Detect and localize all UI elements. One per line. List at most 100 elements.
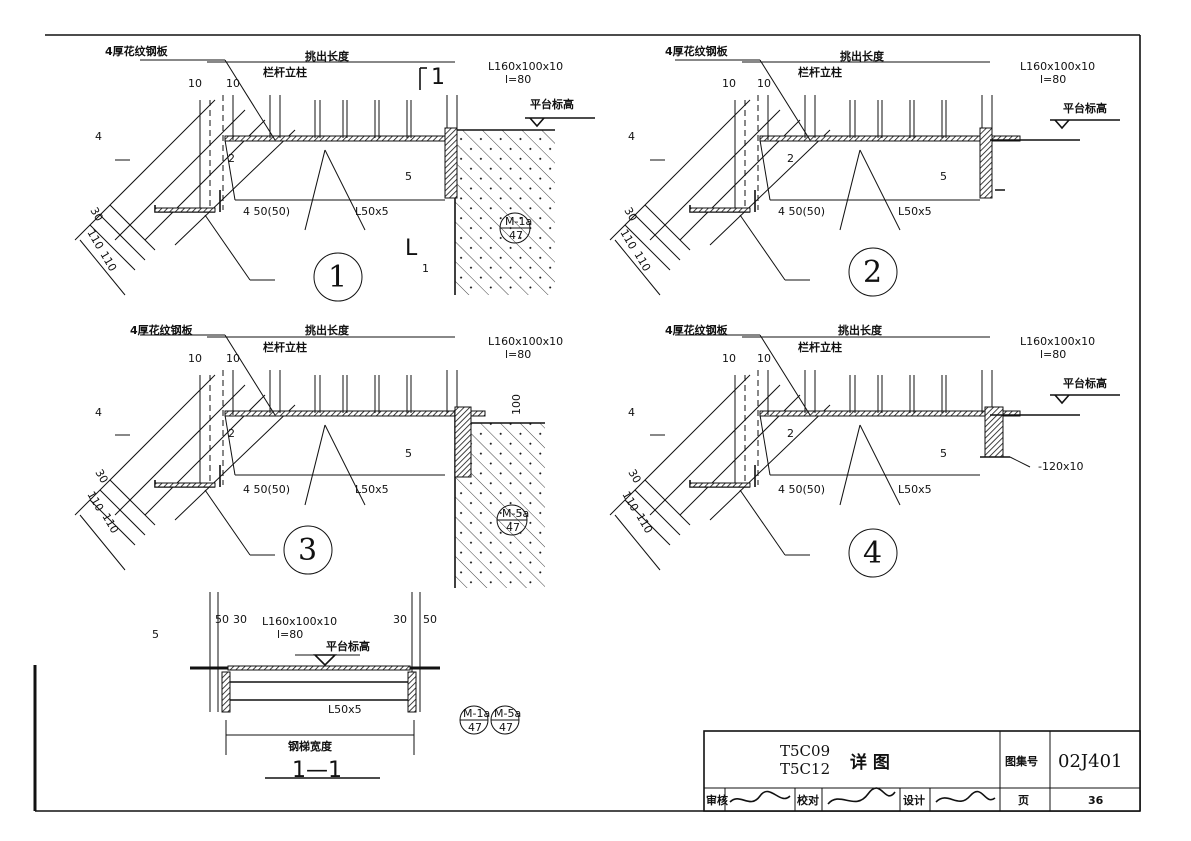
label-platform: 平台标高 <box>326 639 370 653</box>
dim-30b: 30 <box>393 613 407 626</box>
label-weld5: 5 <box>940 447 947 460</box>
label-weld4: 4 <box>95 130 102 143</box>
label-dim110b: 110 <box>633 511 655 536</box>
detail-number: 4 <box>863 536 882 571</box>
ref-bottom: 47 <box>506 521 520 534</box>
label-overhang: 挑出长度 <box>305 323 350 337</box>
label-channel: L50x5 <box>355 205 389 218</box>
label-weld5: 5 <box>405 170 412 183</box>
label-weld5: 5 <box>152 628 159 641</box>
section-mark-bottom-num: 1 <box>422 262 429 275</box>
code2: T5C12 <box>780 760 830 778</box>
review-signature <box>729 790 791 803</box>
label-angle-len: l=80 <box>505 73 531 86</box>
label-weld4: 4 <box>628 406 635 419</box>
label-angle: L160x100x10 <box>488 60 563 73</box>
label-angle: L160x100x10 <box>488 335 563 348</box>
label-weld4: 4 <box>95 406 102 419</box>
title-block: T5C09 T5C12 详 图 图集号 02J401 审核 校对 设计 页 36 <box>703 730 1141 812</box>
label-dim110b: 110 <box>97 249 119 274</box>
label-angle: L160x100x10 <box>262 615 337 628</box>
section-labels: L160x100x10 l=80 平台标高 L50x5 50 30 30 50 … <box>152 613 521 783</box>
design-signature <box>935 790 996 803</box>
label-width: 钢梯宽度 <box>288 739 333 753</box>
label-plate: 4厚花纹钢板 <box>105 44 169 58</box>
label-post: 栏杆立柱 <box>798 340 842 354</box>
design-label: 设计 <box>903 793 925 807</box>
atlas-number: 02J401 <box>1058 751 1122 772</box>
ref-top: M-1a <box>505 215 532 228</box>
label-platform: 平台标高 <box>1063 376 1107 390</box>
label-plate120: -120x10 <box>1038 460 1083 473</box>
detail-number: 1 <box>328 260 347 295</box>
label-weld-main: 4 50(50) <box>778 483 825 496</box>
label-dim30: 30 <box>621 205 639 224</box>
ref2-top: M-5a <box>494 707 521 720</box>
detail-number-circle <box>848 247 898 297</box>
label-dim110b: 110 <box>631 249 653 274</box>
detail-4-labels: 4厚花纹钢板 挑出长度 栏杆立柱 L160x100x10 l=80 平台标高 4… <box>619 323 1107 536</box>
detail-number: 3 <box>298 533 317 568</box>
label-angle-len: l=80 <box>277 628 303 641</box>
label-dim10a: 10 <box>188 352 202 365</box>
ref-bottom: 47 <box>509 229 523 242</box>
label-dim10b: 10 <box>226 77 240 90</box>
label-weld5: 5 <box>405 447 412 460</box>
label-weld-main: 4 50(50) <box>243 205 290 218</box>
label-weld-main: 4 50(50) <box>778 205 825 218</box>
detail-2: 2 <box>608 58 1120 297</box>
detail-number: 2 <box>863 255 882 290</box>
label-weld2: 2 <box>787 427 794 440</box>
drawing-title: 详 图 <box>850 752 890 773</box>
embedded-angle <box>454 406 472 478</box>
label-dim10b: 10 <box>757 352 771 365</box>
detail-1-labels: 4厚花纹钢板 挑出长度 栏杆立柱 L160x100x10 l=80 平台标高 4… <box>84 44 574 274</box>
section-mark-letter: L <box>405 236 418 261</box>
label-dim110a: 110 <box>617 227 639 252</box>
label-weld5: 5 <box>940 170 947 183</box>
ref1-top: M-1a <box>463 707 490 720</box>
dim-100: 100 <box>510 394 523 415</box>
label-angle-len: l=80 <box>1040 348 1066 361</box>
detail-number-circle <box>313 252 363 302</box>
label-dim110b: 110 <box>99 511 121 536</box>
label-dim30: 30 <box>87 205 105 224</box>
channel-beam <box>979 127 993 199</box>
label-channel: L50x5 <box>355 483 389 496</box>
detail-1: 1 L 1 M-1a 47 1 <box>73 58 595 302</box>
page-number: 36 <box>1088 794 1104 807</box>
label-dim10b: 10 <box>226 352 240 365</box>
detail-3: 100 M-5a 47 3 <box>73 333 545 588</box>
label-dim10b: 10 <box>757 77 771 90</box>
label-dim30: 30 <box>92 467 110 486</box>
label-plate: 4厚花纹钢板 <box>665 44 729 58</box>
check-label: 校对 <box>797 793 819 807</box>
label-weld2: 2 <box>228 427 235 440</box>
check-signature <box>827 787 896 805</box>
label-angle: L160x100x10 <box>1020 60 1095 73</box>
section-title: 1—1 <box>292 758 342 783</box>
section-mark-top-num: 1 <box>431 65 445 90</box>
label-weld2: 2 <box>228 152 235 165</box>
label-post: 栏杆立柱 <box>798 65 842 79</box>
page-label: 页 <box>1018 794 1029 807</box>
label-overhang: 挑出长度 <box>838 323 883 337</box>
ref1-bottom: 47 <box>468 721 482 734</box>
label-overhang: 挑出长度 <box>305 49 350 63</box>
concrete-wall <box>455 130 555 295</box>
label-plate: 4厚花纹钢板 <box>130 323 194 337</box>
ref-top: M-5a <box>502 507 529 520</box>
label-platform: 平台标高 <box>1063 101 1107 115</box>
label-dim10a: 10 <box>722 352 736 365</box>
label-dim110a: 110 <box>84 227 106 252</box>
label-channel: L50x5 <box>328 703 362 716</box>
ref2-bottom: 47 <box>499 721 513 734</box>
label-dim30: 30 <box>625 467 643 486</box>
label-weld4: 4 <box>628 130 635 143</box>
label-plate: 4厚花纹钢板 <box>665 323 729 337</box>
detail-4: 4 <box>608 333 1120 578</box>
label-platform: 平台标高 <box>530 97 574 111</box>
label-weld-main: 4 50(50) <box>243 483 290 496</box>
label-post: 栏杆立柱 <box>263 340 307 354</box>
label-angle-len: l=80 <box>505 348 531 361</box>
